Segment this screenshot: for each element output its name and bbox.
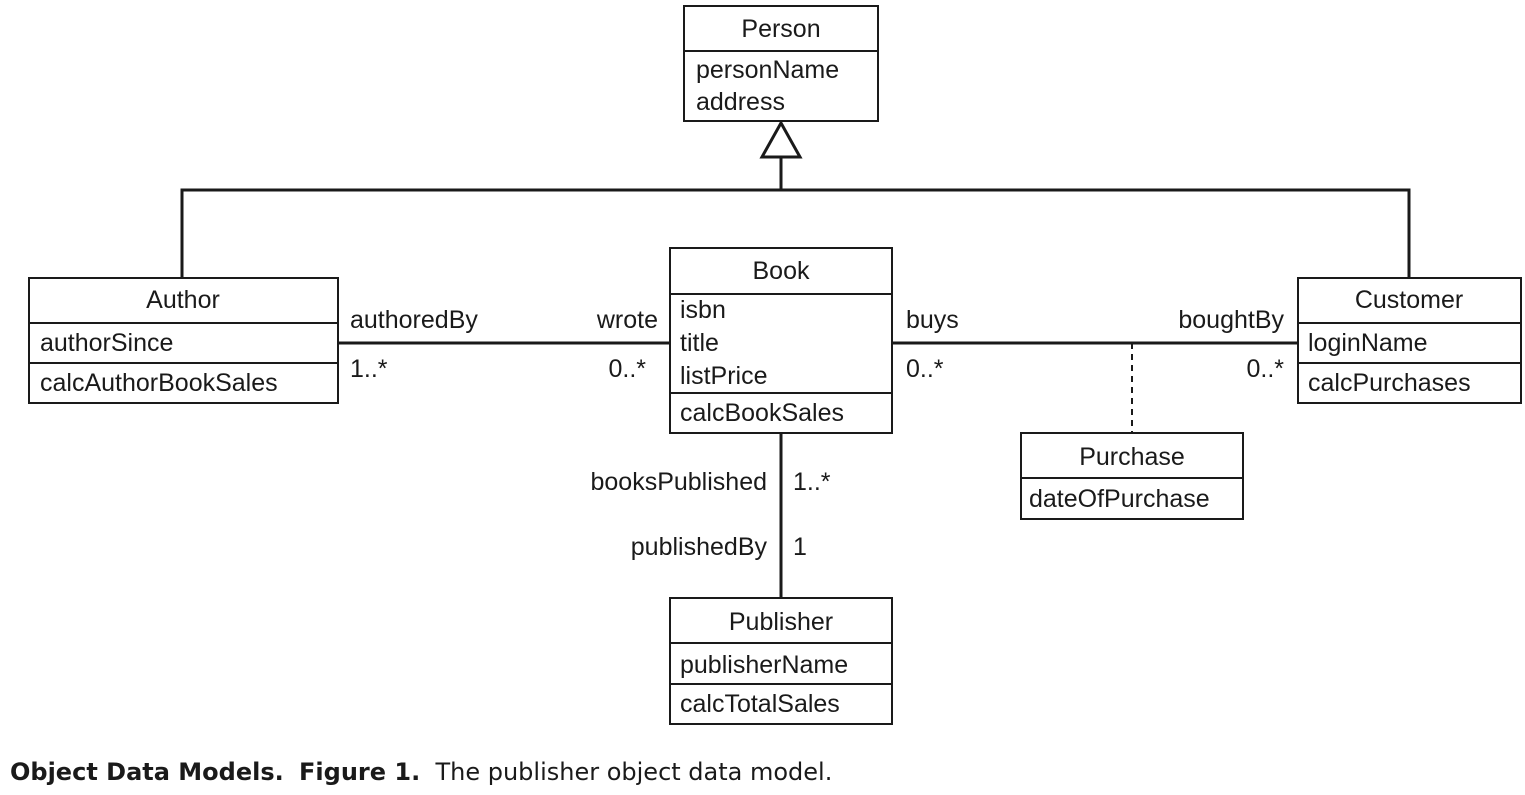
role-boughtby: boughtBy (1178, 306, 1284, 334)
class-operation: calcAuthorBookSales (40, 369, 278, 397)
class-attribute: loginName (1308, 329, 1428, 357)
caption-figure-number: Figure 1. (299, 758, 421, 786)
class-purchase: Purchase dateOfPurchase (1020, 432, 1244, 520)
class-attribute: listPrice (680, 362, 768, 390)
class-name: Customer (1355, 286, 1463, 314)
figure-caption: Object Data Models. Figure 1. The publis… (10, 758, 832, 786)
multiplicity-bookspublished: 1..* (793, 468, 831, 496)
class-operation: calcTotalSales (680, 690, 840, 718)
class-attribute: dateOfPurchase (1029, 485, 1210, 513)
class-name: Author (146, 286, 220, 314)
class-attribute: publisherName (680, 651, 848, 679)
class-attribute: authorSince (40, 329, 173, 357)
class-book: Book isbn title listPrice calcBookSales (669, 247, 893, 434)
class-person: Person personName address (683, 5, 879, 122)
class-author: Author authorSince calcAuthorBookSales (28, 277, 339, 404)
class-name: Person (741, 15, 820, 43)
class-name: Book (753, 257, 810, 285)
class-attribute: title (680, 329, 719, 357)
uml-class-diagram: Person personName address Author authorS… (28, 5, 1522, 725)
class-publisher: Publisher publisherName calcTotalSales (669, 597, 893, 725)
role-buys: buys (906, 306, 959, 334)
class-attribute: isbn (680, 296, 726, 324)
role-bookspublished: booksPublished (590, 468, 767, 496)
class-customer: Customer loginName calcPurchases (1297, 277, 1522, 404)
class-attribute: personName (696, 56, 839, 84)
multiplicity-author: 1..* (350, 355, 388, 383)
caption-label: Object Data Models. (10, 758, 284, 786)
class-name: Purchase (1079, 443, 1185, 471)
multiplicity-wrote: 0..* (608, 355, 646, 383)
multiplicity-buys: 0..* (906, 355, 944, 383)
generalization-connector (180, 119, 1411, 278)
class-attribute: address (696, 88, 785, 116)
class-name: Publisher (729, 608, 833, 636)
multiplicity-publishedby: 1 (793, 533, 807, 561)
role-authoredby: authoredBy (350, 306, 478, 334)
class-operation: calcPurchases (1308, 369, 1471, 397)
multiplicity-boughtby: 0..* (1246, 355, 1284, 383)
class-operation: calcBookSales (680, 399, 844, 427)
caption-text: The publisher object data model. (435, 758, 833, 786)
role-wrote: wrote (596, 306, 658, 334)
role-publishedby: publishedBy (631, 533, 768, 561)
inheritance-arrowhead (759, 119, 803, 159)
